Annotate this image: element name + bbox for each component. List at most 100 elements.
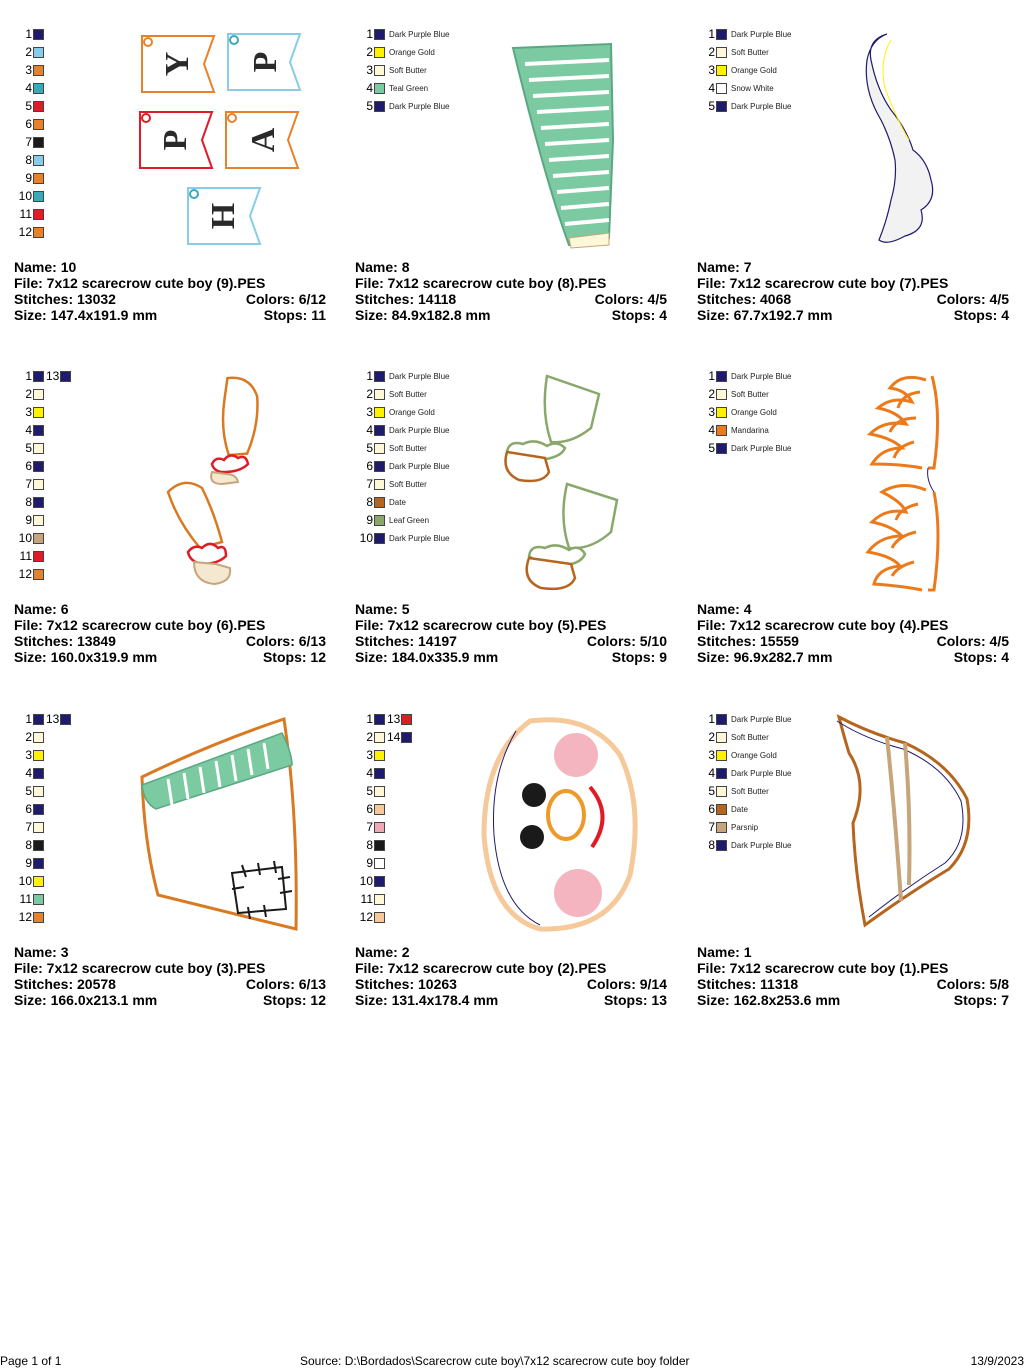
- color-swatch: [33, 496, 44, 508]
- color-number: 8: [25, 495, 32, 509]
- color-name: Dark Purple Blue: [731, 29, 792, 39]
- color-count: Colors: 4/5: [595, 291, 667, 307]
- file-name-label: File:: [14, 617, 43, 633]
- color-count: Colors: 6/13: [246, 633, 326, 649]
- design-name-value: 4: [743, 601, 752, 617]
- stop-count-label: Stops:: [262, 649, 307, 665]
- stop-count-label: Stops:: [603, 992, 648, 1008]
- color-count-value: 6/13: [298, 976, 326, 992]
- color-number: 4: [708, 423, 715, 437]
- color-swatch: [33, 208, 44, 220]
- stitch-count-value: 20578: [77, 976, 116, 992]
- file-name: File: 7x12 scarecrow cute boy (6).PES: [14, 617, 265, 633]
- file-name: File: 7x12 scarecrow cute boy (1).PES: [697, 960, 948, 976]
- stitch-count-value: 14118: [418, 291, 457, 307]
- color-swatch: [33, 550, 44, 562]
- color-swatch: [716, 28, 727, 40]
- color-entry: 12: [355, 910, 385, 924]
- name-line: Name: 1: [697, 944, 1009, 960]
- color-number: 10: [359, 531, 373, 545]
- color-entry: 10: [14, 874, 44, 888]
- color-entry: 8: [14, 153, 44, 167]
- color-entry: 7: [14, 820, 44, 834]
- color-number: 4: [366, 81, 373, 95]
- stop-count-value: 13: [651, 992, 667, 1008]
- color-swatch: [374, 857, 385, 869]
- color-count: Colors: 6/12: [246, 291, 326, 307]
- color-name: Soft Butter: [389, 443, 427, 453]
- color-number: 2: [708, 387, 715, 401]
- design-size-label: Size:: [355, 307, 388, 323]
- boot-upper: [210, 376, 259, 486]
- color-name: Soft Butter: [731, 47, 769, 57]
- stitch-count-value: 11318: [760, 976, 799, 992]
- color-name: Dark Purple Blue: [731, 443, 792, 453]
- design-size-label: Size:: [697, 307, 730, 323]
- color-count-value: 4/5: [647, 291, 667, 307]
- color-swatch: [33, 478, 44, 490]
- stop-count-label: Stops:: [953, 649, 998, 665]
- design-preview-hair-strip: [865, 33, 934, 243]
- color-count: Colors: 6/13: [246, 976, 326, 992]
- color-name: Soft Butter: [731, 732, 769, 742]
- color-swatch: [716, 46, 727, 58]
- color-swatch: [33, 785, 44, 797]
- color-swatch: [374, 82, 385, 94]
- color-swatch: [33, 154, 44, 166]
- color-count-label: Colors:: [245, 633, 295, 649]
- color-swatch: [374, 406, 385, 418]
- color-swatch: [33, 442, 44, 454]
- file-line: File: 7x12 scarecrow cute boy (3).PES: [14, 960, 326, 976]
- design-size: Size: 184.0x335.9 mm: [355, 649, 498, 665]
- file-name-label: File:: [697, 617, 726, 633]
- color-count-value: 5/10: [639, 633, 667, 649]
- design-name: Name: 10: [14, 259, 76, 275]
- color-swatch: [374, 532, 385, 544]
- design-size-label: Size:: [697, 992, 730, 1008]
- color-swatch: [374, 749, 385, 761]
- color-name: Orange Gold: [731, 750, 777, 760]
- stitch-count-label: Stitches:: [355, 291, 415, 307]
- color-entry: 11: [14, 549, 44, 563]
- design-name: Name: 3: [14, 944, 68, 960]
- color-entry: 6: [14, 459, 44, 473]
- color-swatch: [33, 28, 44, 40]
- color-number: 1: [708, 712, 715, 726]
- stop-count-value: 7: [1001, 992, 1009, 1008]
- stitch-count-value: 15559: [760, 633, 799, 649]
- color-count-label: Colors:: [936, 976, 986, 992]
- design-size-label: Size:: [14, 649, 47, 665]
- file-name: File: 7x12 scarecrow cute boy (7).PES: [697, 275, 948, 291]
- color-name: Dark Purple Blue: [389, 461, 450, 471]
- color-entry: 11: [14, 207, 44, 221]
- color-number: 1: [25, 712, 32, 726]
- design-name: Name: 6: [14, 601, 68, 617]
- color-name: Soft Butter: [731, 389, 769, 399]
- file-name-value: 7x12 scarecrow cute boy (6).PES: [46, 617, 266, 633]
- stop-count-label: Stops:: [953, 307, 998, 323]
- file-name-label: File:: [14, 960, 43, 976]
- color-number: 5: [25, 784, 32, 798]
- color-entry: 7: [14, 135, 44, 149]
- pennant-y: Y: [141, 35, 216, 93]
- color-number: 2: [708, 45, 715, 59]
- design-name-value: 1: [743, 944, 752, 960]
- color-number: 12: [359, 910, 373, 924]
- color-count-label: Colors:: [594, 291, 644, 307]
- file-name-value: 7x12 scarecrow cute boy (3).PES: [46, 960, 266, 976]
- color-name: Soft Butter: [389, 65, 427, 75]
